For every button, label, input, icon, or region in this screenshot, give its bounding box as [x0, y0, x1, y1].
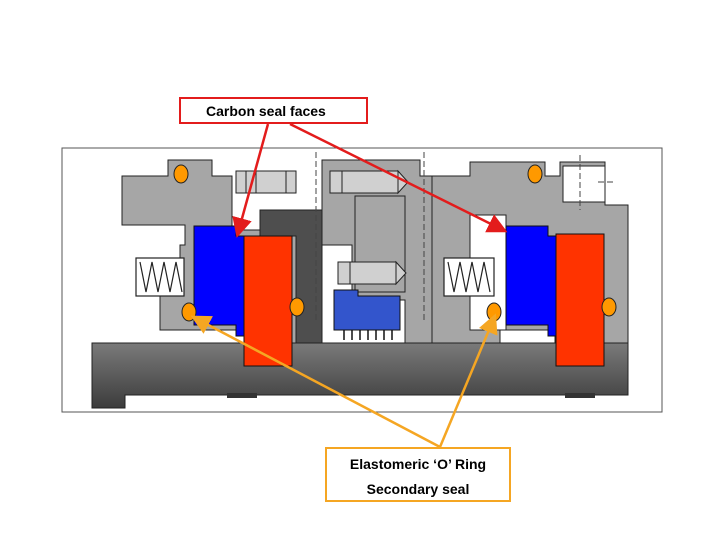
leader-orange-left [190, 315, 441, 449]
oring-icon [173, 164, 189, 184]
gland-bolt-left [235, 170, 297, 194]
callout-carbon-seal-faces: Carbon seal faces [179, 97, 368, 124]
callout-oring-line1: Elastomeric ‘O’ Ring [349, 456, 487, 472]
mating-ring-left [243, 235, 293, 367]
set-screw [337, 260, 407, 286]
oring-icon [289, 297, 305, 317]
leader-orange-right [438, 313, 498, 448]
carbon-seal-face-right [505, 225, 557, 337]
mating-ring-right [555, 233, 605, 367]
oring-icon [181, 302, 197, 322]
right-housing-port [562, 165, 606, 203]
centerlines [315, 152, 616, 320]
shaft-sleeve [91, 342, 629, 409]
drive-collar [333, 289, 401, 331]
oring-icon [527, 164, 543, 184]
callout-oring-line2: Secondary seal [366, 481, 470, 497]
callout-oring-secondary-seal: Elastomeric ‘O’ Ring Secondary seal [325, 447, 511, 502]
leader-red-left [232, 123, 270, 238]
spring-left [135, 257, 185, 297]
drive-collar-teeth [343, 330, 393, 340]
gland-bolt-center [329, 169, 409, 195]
oring-icon [601, 297, 617, 317]
callout-carbon-label: Carbon seal faces [206, 102, 326, 119]
shaft-key-left [227, 393, 257, 398]
carbon-seal-face-left [193, 225, 245, 337]
leader-red-right [289, 122, 508, 233]
spring-right [443, 257, 495, 297]
shaft-key-right [565, 393, 595, 398]
